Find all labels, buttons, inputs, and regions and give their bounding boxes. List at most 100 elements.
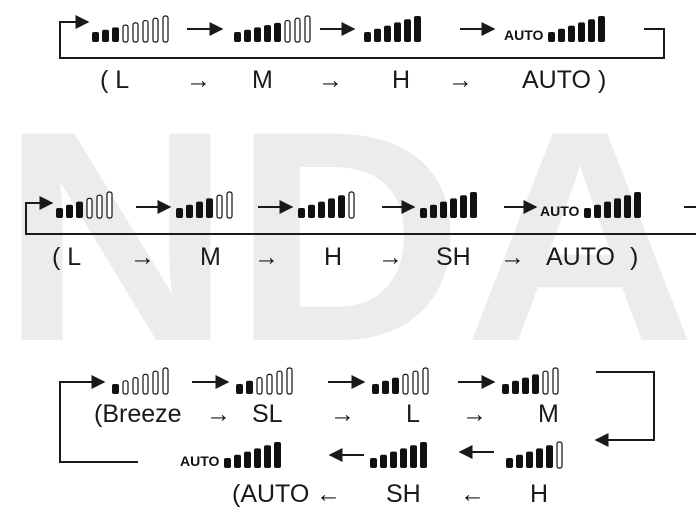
label-auto: AUTO [546, 243, 615, 271]
speed-bar-filled [338, 195, 345, 218]
speed-bar-filled [224, 458, 231, 468]
speed-bar-filled [66, 204, 73, 218]
label-auto-close: AUTO ) [522, 66, 606, 94]
label-open-l: ( L [52, 243, 81, 271]
auto-tag: AUTO [504, 27, 544, 43]
speed-bar-empty [412, 370, 419, 395]
label-arrow: → [462, 400, 487, 428]
speed-bar-empty [294, 17, 301, 43]
label-sh: SH [386, 480, 421, 508]
diagram-1-connectors [59, 15, 665, 59]
diagram-2-icons: AUTO [56, 191, 641, 219]
speed-bar-filled [112, 27, 119, 42]
fan-speed-icon [234, 15, 311, 43]
speed-bar-empty [152, 17, 159, 43]
speed-bar-filled [264, 25, 271, 42]
speed-bar-filled [594, 204, 601, 218]
fan-speed-icon [298, 191, 355, 219]
speed-bar-filled [370, 458, 377, 468]
speed-bar-filled [196, 201, 203, 218]
label-auto: (AUTO [232, 480, 309, 508]
speed-bar-filled [558, 28, 565, 42]
label-close: ) [630, 243, 638, 271]
speed-bar-empty [162, 15, 169, 43]
speed-bar-filled [598, 16, 605, 42]
speed-bar-filled [460, 195, 467, 218]
speed-bar-empty [556, 441, 563, 469]
speed-bar-filled [236, 384, 243, 394]
diagram-3-row2-icons: AUTO [180, 441, 563, 469]
speed-bar-filled [512, 380, 519, 394]
speed-bar-filled [186, 204, 193, 218]
speed-bar-filled [308, 204, 315, 218]
speed-bar-filled [328, 198, 335, 218]
fan-speed-icon [372, 367, 429, 395]
speed-bar-filled [92, 32, 99, 42]
speed-bar-filled [380, 454, 387, 468]
speed-bar-empty [152, 370, 159, 395]
speed-bar-empty [284, 19, 291, 43]
speed-bar-filled [382, 380, 389, 394]
speed-bar-empty [162, 367, 169, 395]
speed-bar-empty [216, 194, 223, 219]
speed-bar-filled [548, 32, 555, 42]
diagram-2-connectors [25, 196, 696, 235]
label-m: M [252, 66, 273, 94]
speed-bar-empty [256, 377, 263, 395]
fan-speed-auto-icon: AUTO [180, 442, 281, 469]
fan-speed-icon [370, 442, 427, 468]
speed-bar-filled [234, 32, 241, 42]
speed-bar-filled [76, 201, 83, 218]
speed-bar-filled [400, 448, 407, 468]
fan-speed-icon [420, 192, 477, 218]
fan-speed-icon [364, 16, 421, 42]
speed-bar-filled [430, 204, 437, 218]
speed-bar-filled [206, 198, 213, 218]
speed-bar-filled [254, 448, 261, 468]
label-arrow: → [254, 243, 279, 271]
fan-speed-icon [112, 367, 169, 395]
label-arrow-left: ← [316, 480, 341, 508]
speed-bar-filled [264, 445, 271, 468]
diagram-3-connectors [59, 371, 655, 463]
diagram-3-row1-icons [112, 367, 559, 395]
speed-bar-filled [102, 29, 109, 42]
speed-bar-filled [254, 27, 261, 42]
fan-speed-auto-icon: AUTO [540, 192, 641, 219]
speed-bar-filled [578, 22, 585, 42]
speed-bar-filled [298, 208, 305, 218]
speed-bar-filled [244, 29, 251, 42]
speed-bar-filled [176, 208, 183, 218]
label-h: H [392, 66, 410, 94]
label-arrow: → [130, 243, 155, 271]
speed-bar-filled [372, 384, 379, 394]
speed-bar-empty [552, 367, 559, 395]
label-h: H [324, 243, 342, 271]
speed-bar-filled [318, 201, 325, 218]
watermark-text: NDA [0, 68, 696, 404]
speed-bar-filled [244, 451, 251, 468]
speed-bar-filled [384, 25, 391, 42]
label-arrow: → [448, 66, 473, 94]
speed-bar-filled [536, 448, 543, 468]
speed-bar-filled [568, 25, 575, 42]
label-arrow: → [186, 66, 211, 94]
speed-bar-empty [422, 367, 429, 395]
speed-bar-filled [246, 380, 253, 394]
speed-bar-empty [304, 15, 311, 43]
diagram-3-row1-labels: (Breeze → SL → L → M [94, 400, 559, 428]
speed-bar-filled [470, 192, 477, 218]
speed-bar-filled [112, 384, 119, 394]
label-h: H [530, 480, 548, 508]
diagram-3-row2-labels: (AUTO ← SH ← H [232, 480, 548, 508]
label-arrow: → [206, 400, 231, 428]
speed-bar-filled [516, 454, 523, 468]
speed-bar-filled [234, 454, 241, 468]
speed-bar-filled [274, 22, 281, 42]
speed-bar-filled [420, 442, 427, 468]
speed-bar-filled [624, 195, 631, 218]
speed-bar-empty [132, 22, 139, 43]
label-breeze: (Breeze [94, 400, 182, 428]
speed-bar-filled [392, 377, 399, 394]
